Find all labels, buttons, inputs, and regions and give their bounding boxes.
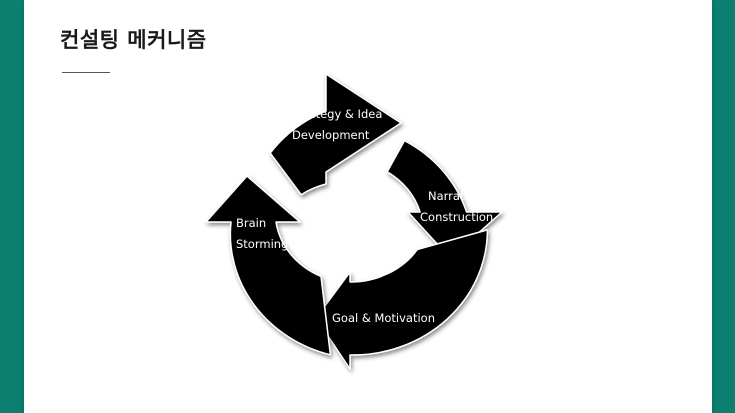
cycle-arrow-brainstorming xyxy=(205,175,332,356)
page-title: 컨설팅 메커니즘 xyxy=(60,28,207,52)
step-narrative-line1: Narrative xyxy=(428,189,482,203)
step-brain-line2: Storming xyxy=(236,237,288,251)
step-goal-line1: Goal & Motivation xyxy=(332,311,435,325)
cycle-arrow-goal xyxy=(315,229,489,370)
step-narrative-line2: Construction xyxy=(420,210,493,224)
slide: 컨설팅 메커니즘 Strategy & Idea Development Nar… xyxy=(24,0,712,413)
step-strategy-line1: Strategy & Idea xyxy=(292,107,382,121)
cycle-arrow-strategy xyxy=(269,73,402,196)
step-brain-line1: Brain xyxy=(236,216,266,230)
step-strategy-line2: Development xyxy=(292,128,370,142)
title-divider xyxy=(62,72,110,73)
cycle-diagram: Strategy & Idea Development Narrative Co… xyxy=(205,73,503,370)
cycle-arrow-narrative xyxy=(386,139,503,259)
